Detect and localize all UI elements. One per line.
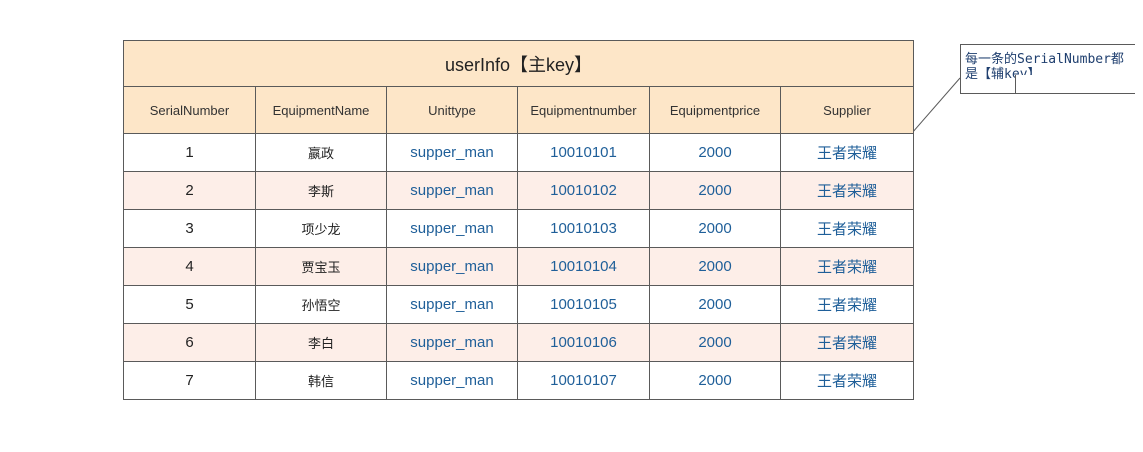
cell-equipmentprice: 2000 [649, 209, 781, 248]
table-row: 3 项少龙 supper_man 10010103 2000 王者荣耀 [123, 209, 915, 248]
cell-equipmentname: 李白 [255, 323, 387, 362]
table-row: 2 李斯 supper_man 10010102 2000 王者荣耀 [123, 171, 915, 210]
cell-equipmentnumber: 10010107 [517, 361, 650, 400]
cell-supplier: 王者荣耀 [779, 361, 915, 400]
cell-unittype: supper_man [386, 361, 518, 400]
cell-serialnumber: 2 [123, 171, 256, 210]
note-border-gap [1015, 75, 1135, 93]
cell-unittype: supper_man [386, 247, 518, 286]
cell-serialnumber: 1 [123, 133, 256, 172]
cell-equipmentname: 项少龙 [255, 209, 387, 248]
cell-equipmentname: 孙悟空 [255, 285, 387, 324]
cell-unittype: supper_man [386, 133, 518, 172]
cell-equipmentname: 韩信 [255, 361, 387, 400]
cell-unittype: supper_man [386, 171, 518, 210]
cell-equipmentprice: 2000 [649, 171, 781, 210]
cell-serialnumber: 6 [123, 323, 256, 362]
header-unittype: Unittype [386, 86, 518, 134]
cell-equipmentname: 李斯 [255, 171, 387, 210]
userinfo-table: userInfo【主key】 SerialNumber EquipmentNam… [122, 40, 915, 400]
cell-unittype: supper_man [386, 285, 518, 324]
cell-supplier: 王者荣耀 [779, 171, 915, 210]
table-row: 4 贾宝玉 supper_man 10010104 2000 王者荣耀 [123, 247, 915, 286]
cell-supplier: 王者荣耀 [779, 133, 915, 172]
cell-equipmentnumber: 10010105 [517, 285, 650, 324]
table-row: 6 李白 supper_man 10010106 2000 王者荣耀 [123, 323, 915, 362]
header-equipmentprice: Equipmentprice [649, 86, 781, 134]
title-row: userInfo【主key】 [122, 40, 915, 87]
cell-equipmentnumber: 10010103 [517, 209, 650, 248]
cell-serialnumber: 3 [123, 209, 256, 248]
cell-equipmentname: 贾宝玉 [255, 247, 387, 286]
cell-equipmentprice: 2000 [649, 133, 781, 172]
cell-supplier: 王者荣耀 [779, 323, 915, 362]
connector-line [911, 77, 961, 134]
cell-serialnumber: 5 [123, 285, 256, 324]
table-row: 5 孙悟空 supper_man 10010105 2000 王者荣耀 [123, 285, 915, 324]
header-supplier: Supplier [779, 86, 915, 134]
cell-equipmentnumber: 10010106 [517, 323, 650, 362]
note-line-1: 每一条的SerialNumber都 [965, 52, 1124, 67]
cell-equipmentname: 嬴政 [255, 133, 387, 172]
table-row: 7 韩信 supper_man 10010107 2000 王者荣耀 [123, 361, 915, 400]
cell-supplier: 王者荣耀 [779, 247, 915, 286]
cell-equipmentnumber: 10010101 [517, 133, 650, 172]
table-title: userInfo【主key】 [122, 40, 915, 87]
cell-equipmentnumber: 10010102 [517, 171, 650, 210]
cell-unittype: supper_man [386, 323, 518, 362]
cell-equipmentprice: 2000 [649, 361, 781, 400]
table-row: 1 嬴政 supper_man 10010101 2000 王者荣耀 [123, 133, 915, 172]
